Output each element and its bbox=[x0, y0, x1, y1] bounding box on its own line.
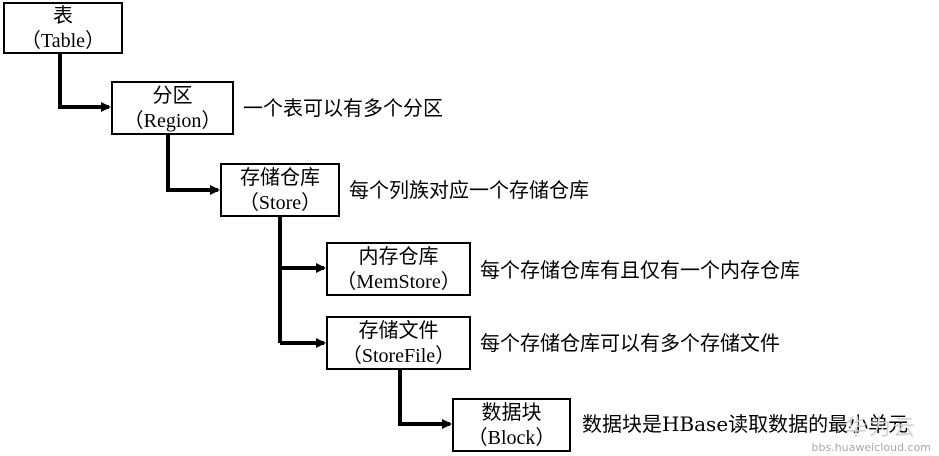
edge-region-store bbox=[166, 135, 220, 195]
node-block: 数据块 （Block） bbox=[452, 398, 571, 452]
node-block-label-en: （Block） bbox=[467, 427, 556, 449]
node-memstore-label-en: （MemStore） bbox=[336, 271, 461, 293]
node-block-label-zh: 数据块 bbox=[481, 400, 542, 424]
desc-region: 一个表可以有多个分区 bbox=[243, 96, 443, 120]
node-storefile: 存储文件 （StoreFile） bbox=[326, 316, 471, 370]
edge-table-region bbox=[58, 54, 111, 112]
node-storefile-label-en: （StoreFile） bbox=[341, 345, 456, 367]
watermark-url: bbs.huaweicloud.com bbox=[811, 441, 931, 454]
watermark-logo: 华为云 bbox=[844, 416, 917, 441]
node-memstore-label-zh: 内存仓库 bbox=[358, 244, 439, 268]
node-store: 存储仓库 （Store） bbox=[220, 163, 340, 217]
node-storefile-label-zh: 存储文件 bbox=[358, 318, 439, 342]
node-region: 分区 （Region） bbox=[111, 81, 234, 135]
desc-memstore: 每个存储仓库有且仅有一个内存仓库 bbox=[480, 258, 800, 282]
node-region-label-en: （Region） bbox=[123, 110, 222, 132]
edge-storefile-block bbox=[398, 370, 452, 429]
node-memstore: 内存仓库 （MemStore） bbox=[326, 242, 471, 296]
node-table-label-zh: 表 bbox=[53, 3, 73, 27]
node-store-label-zh: 存储仓库 bbox=[240, 165, 320, 189]
node-store-label-en: （Store） bbox=[238, 192, 322, 214]
desc-store: 每个列族对应一个存储仓库 bbox=[349, 178, 589, 202]
node-region-label-zh: 分区 bbox=[152, 83, 193, 107]
node-table: 表 （Table） bbox=[3, 2, 123, 54]
desc-block: 数据块是HBase读取数据的最小单元 bbox=[582, 412, 909, 436]
node-table-label-en: （Table） bbox=[20, 30, 106, 52]
desc-storefile: 每个存储仓库可以有多个存储文件 bbox=[480, 331, 780, 355]
